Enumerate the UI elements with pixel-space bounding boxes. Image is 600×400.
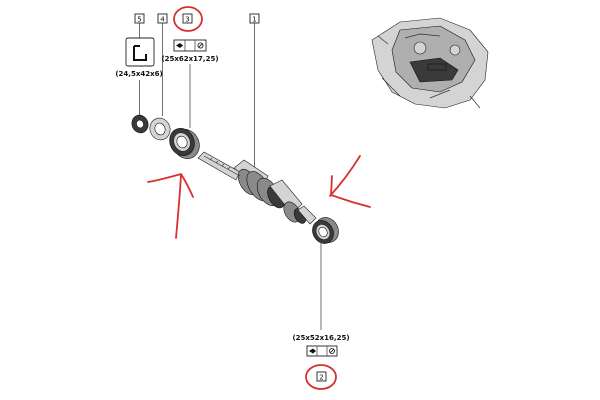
callout-2-number: 2 <box>319 374 323 382</box>
seal-icon <box>125 37 155 67</box>
red-circle-callout-2 <box>305 364 337 390</box>
callout-5-number: 5 <box>137 16 141 24</box>
red-circle-callout-3 <box>173 6 203 32</box>
callout-3-number: 3 <box>185 16 189 24</box>
bearing-2-dimension: (25x52x16,25) <box>292 334 349 342</box>
callout-4-number: 4 <box>160 16 165 24</box>
bearing-3-symbol <box>173 39 207 52</box>
gearbox-housing-thumbnail <box>371 17 489 109</box>
callout-3: 3 <box>182 13 193 24</box>
bearing-2-part <box>312 217 339 244</box>
seal-ring-part <box>131 114 149 134</box>
callout-1: 1 <box>249 13 260 24</box>
callout-1-number: 1 <box>252 16 256 24</box>
red-arrow-right <box>329 155 371 208</box>
input-shaft-part <box>197 151 317 225</box>
callout-5: 5 <box>134 13 145 24</box>
bearing-3-dimension: (25x62x17,25) <box>161 55 218 63</box>
red-arrow-left <box>147 173 194 239</box>
bearing-3-part <box>169 128 200 159</box>
callout-4: 4 <box>157 13 168 24</box>
callout-2: 2 <box>316 371 327 382</box>
seal-5-dimension: (24,5x42x6) <box>115 70 162 78</box>
bearing-2-symbol <box>306 345 338 357</box>
washer-part <box>149 117 171 141</box>
